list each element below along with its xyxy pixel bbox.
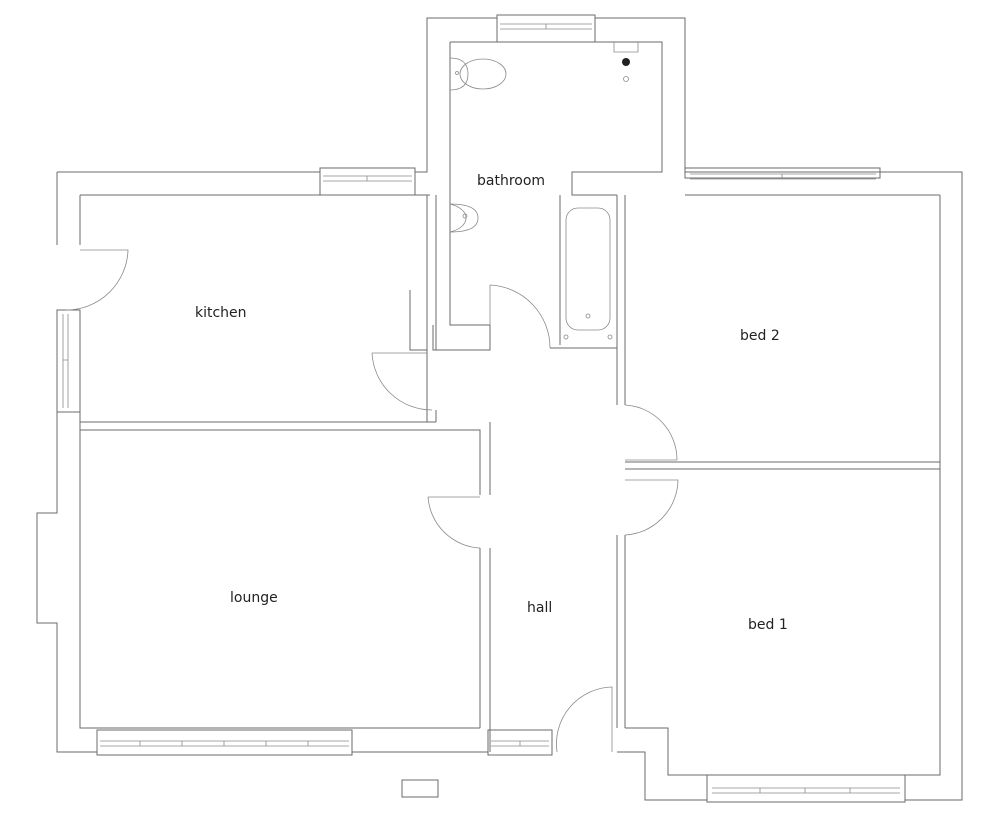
fixtures bbox=[401, 42, 639, 798]
doors bbox=[65, 249, 679, 753]
external-box bbox=[401, 779, 439, 798]
bed1-door bbox=[624, 479, 679, 536]
bathroom-door bbox=[489, 284, 551, 349]
label-lounge: lounge bbox=[230, 590, 278, 606]
kitchen-door bbox=[371, 352, 433, 411]
label-hall: hall bbox=[527, 600, 552, 616]
lounge-door bbox=[427, 496, 481, 549]
label-bathroom: bathroom bbox=[477, 173, 545, 189]
interior-walls bbox=[80, 195, 940, 752]
windows bbox=[56, 14, 906, 803]
label-bed2: bed 2 bbox=[740, 328, 780, 344]
toilet bbox=[459, 58, 507, 90]
kitchen-back-door bbox=[65, 249, 129, 311]
shower-head-icon bbox=[622, 58, 630, 66]
front-door bbox=[556, 686, 613, 753]
shower bbox=[613, 42, 639, 53]
room-labels: bathroom kitchen bed 2 lounge hall bed 1 bbox=[195, 173, 788, 633]
bed2-door bbox=[624, 404, 678, 461]
label-bed1: bed 1 bbox=[748, 617, 788, 633]
bathtub bbox=[565, 207, 611, 331]
bathroom-walls bbox=[409, 41, 663, 410]
label-kitchen: kitchen bbox=[195, 305, 247, 321]
outer-walls bbox=[36, 17, 963, 801]
